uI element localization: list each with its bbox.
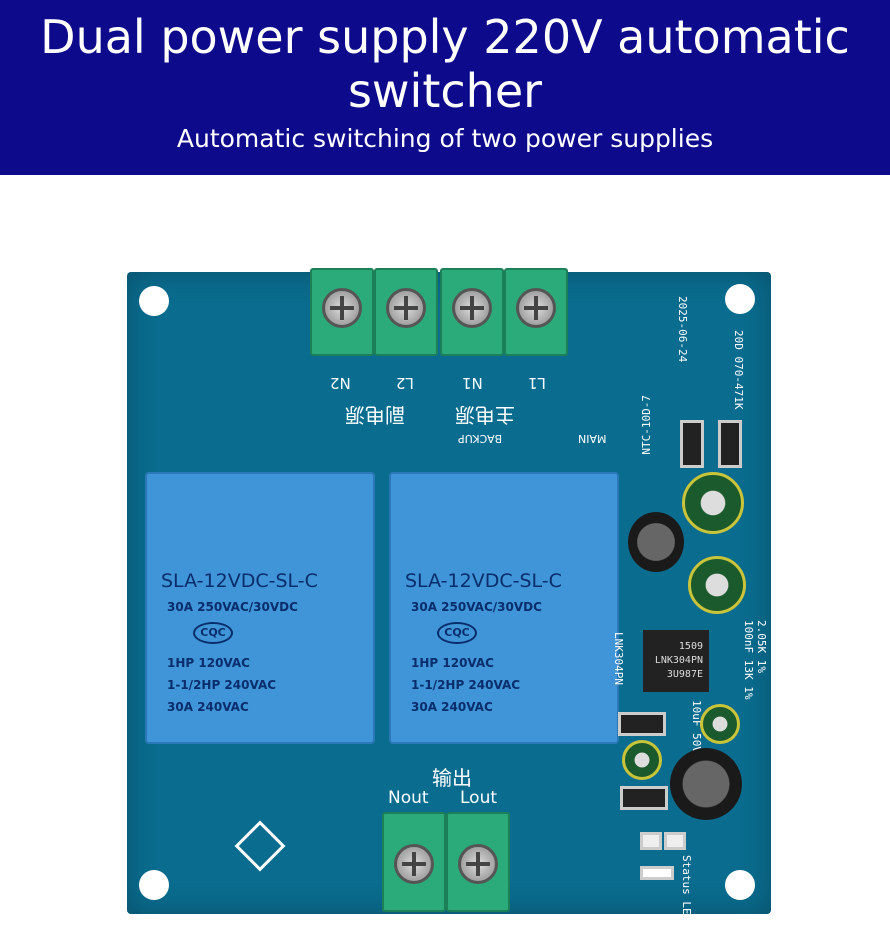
label-n2: N2 — [330, 374, 351, 392]
capacitor — [700, 704, 740, 744]
relay-rating: 1HP 120VAC — [411, 656, 494, 670]
inductor — [670, 748, 742, 820]
label-l1: L1 — [528, 374, 546, 392]
terminal-lout — [446, 812, 510, 912]
terminal-n1 — [440, 268, 504, 356]
relay-rating: 30A 250VAC/30VDC — [411, 600, 542, 614]
label-output-cn: 输出 — [432, 766, 472, 790]
relay-backup: SLA-12VDC-SL-C 30A 250VAC/30VDC CQC 1HP … — [145, 472, 375, 744]
label-lout: Lout — [460, 788, 498, 808]
screw-icon — [394, 844, 434, 884]
screw-icon — [386, 288, 426, 328]
label-backup-cn: 副电源 — [345, 403, 405, 427]
diode — [620, 786, 668, 810]
label-l2: L2 — [396, 374, 414, 392]
screw-icon — [322, 288, 362, 328]
terminal-nout — [382, 812, 446, 912]
capacitor — [688, 556, 746, 614]
relay-rating: 30A 240VAC — [167, 700, 249, 714]
inductor — [628, 512, 684, 572]
cap-silk: 10uF 50V — [690, 700, 703, 753]
screw-icon — [452, 288, 492, 328]
date-silk: 2025-06-24 — [676, 296, 689, 363]
diode — [618, 712, 666, 736]
screw-icon — [516, 288, 556, 328]
label-main: MAIN — [578, 432, 607, 445]
chip-text: 3U987E — [666, 669, 703, 680]
relay-main: SLA-12VDC-SL-C 30A 250VAC/30VDC CQC 1HP … — [389, 472, 619, 744]
capacitor — [682, 472, 744, 534]
varistor-silk: 20D 070-471K — [732, 330, 745, 410]
status-led — [640, 866, 674, 880]
resistor-silk: 2.05K 1% 100nF 13K 1% — [742, 620, 768, 700]
cqc-logo: CQC — [193, 622, 233, 644]
relay-rating: 1-1/2HP 240VAC — [411, 678, 521, 692]
screw-icon — [458, 844, 498, 884]
diode — [718, 420, 742, 468]
mount-hole — [725, 284, 755, 314]
ntc-silk: NTC-10D-7 — [640, 395, 653, 455]
chip-silk: LNK304PN — [612, 632, 625, 685]
status-silk: Status LED — [680, 855, 693, 922]
label-backup: BACKUP — [458, 432, 503, 445]
relay-rating: 30A 240VAC — [411, 700, 493, 714]
label-nout: Nout — [388, 788, 429, 808]
mount-hole — [725, 870, 755, 900]
banner-subtitle: Automatic switching of two power supplie… — [176, 124, 714, 153]
lnk304pn-chip: 1509 LNK304PN 3U987E — [643, 630, 709, 692]
relay-rating: 1-1/2HP 240VAC — [167, 678, 277, 692]
resistor — [664, 832, 686, 850]
mount-hole — [139, 870, 169, 900]
terminal-n2 — [310, 268, 374, 356]
mount-hole — [139, 286, 169, 316]
chip-text: 1509 — [678, 641, 703, 652]
relay-model: SLA-12VDC-SL-C — [161, 570, 318, 592]
relay-rating: 1HP 120VAC — [167, 656, 250, 670]
label-main-cn: 主电源 — [455, 403, 515, 427]
cqc-logo: CQC — [437, 622, 477, 644]
diode — [680, 420, 704, 468]
banner-title: Dual power supply 220V automatic switche… — [40, 10, 850, 118]
label-n1: N1 — [462, 374, 483, 392]
chip-text: LNK304PN — [654, 655, 703, 666]
capacitor — [622, 740, 662, 780]
relay-model: SLA-12VDC-SL-C — [405, 570, 562, 592]
banner: Dual power supply 220V automatic switche… — [0, 0, 890, 175]
terminal-l1 — [504, 268, 568, 356]
relay-rating: 30A 250VAC/30VDC — [167, 600, 298, 614]
resistor — [640, 832, 662, 850]
terminal-l2 — [374, 268, 438, 356]
